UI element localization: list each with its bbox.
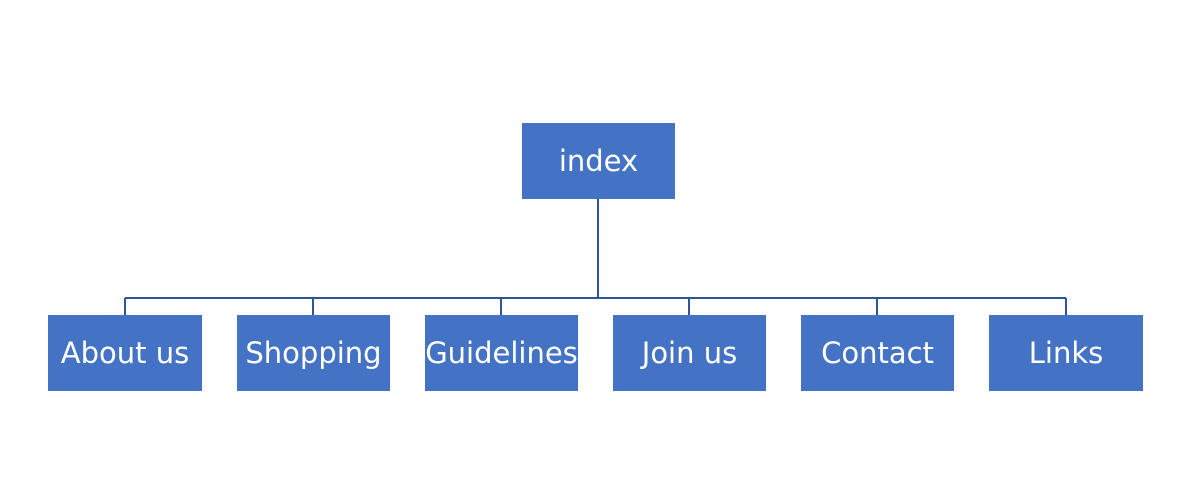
node-shopping: Shopping: [237, 315, 390, 391]
node-contact: Contact: [801, 315, 954, 391]
node-label: Guidelines: [425, 336, 578, 370]
node-links: Links: [989, 315, 1143, 391]
node-index: index: [522, 123, 675, 199]
node-label: About us: [60, 336, 190, 370]
node-label: Join us: [641, 336, 738, 370]
node-about-us: About us: [48, 315, 202, 391]
node-guidelines: Guidelines: [425, 315, 578, 391]
node-label: Links: [1028, 336, 1104, 370]
node-label: Contact: [821, 336, 934, 370]
node-label: index: [558, 144, 639, 178]
node-label: Shopping: [245, 336, 382, 370]
node-join-us: Join us: [613, 315, 766, 391]
